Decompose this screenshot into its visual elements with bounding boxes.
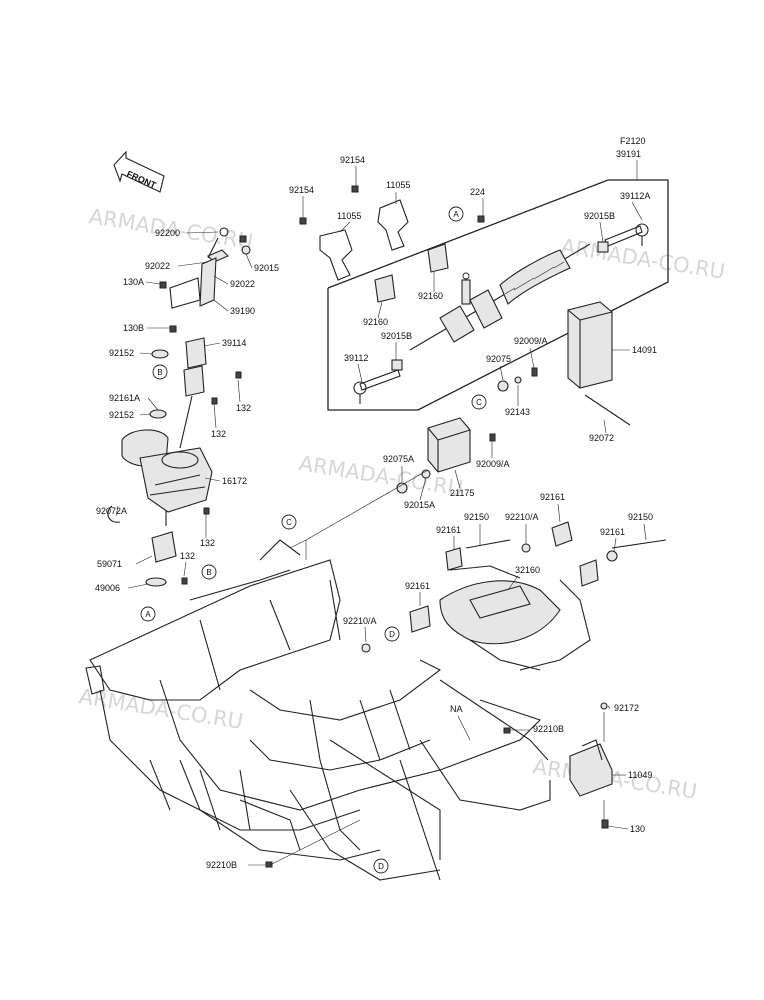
rack-assembly-frame: [327, 160, 669, 411]
part-label: 21175: [450, 488, 474, 498]
part-label: 92161: [405, 581, 430, 591]
part-label: 92154: [289, 185, 314, 195]
part-label: 92210B: [206, 860, 237, 870]
part-label: 92015: [254, 263, 279, 273]
part-label: 14091: [632, 345, 657, 355]
part-label: 92160: [418, 291, 443, 301]
marker-a: A: [453, 210, 459, 219]
part-label: 59071: [97, 559, 122, 569]
part-label: 49006: [95, 583, 120, 593]
part-label: 92150: [628, 512, 653, 522]
part-label: 92210B: [533, 724, 564, 734]
part-label: 92022: [230, 279, 255, 289]
part-label: 11055: [386, 180, 410, 190]
bracket-11049: [569, 702, 613, 829]
part-label: 92075A: [383, 454, 414, 464]
part-label: 92152: [109, 410, 134, 420]
part-label: 92161A: [109, 393, 140, 403]
part-label: 132: [180, 551, 195, 561]
suspension-arm: D: [361, 521, 667, 671]
watermark: ARMADA-CO.RU: [77, 684, 244, 734]
part-label: 11055: [337, 211, 361, 221]
part-labels: F2120 92154 11055 92154 11055 224 39191 …: [95, 136, 657, 870]
watermark: ARMADA-CO.RU: [531, 754, 698, 804]
part-label: 92072: [589, 433, 614, 443]
part-label: 92160: [363, 317, 388, 327]
main-frame: C B D: [85, 514, 551, 881]
marker-b: B: [206, 568, 211, 577]
part-label: 39112A: [620, 191, 650, 201]
figure-code: F2120: [620, 136, 646, 146]
part-label: 16172: [222, 476, 247, 486]
part-label: 130: [630, 824, 645, 834]
part-label: 92072A: [96, 506, 127, 516]
watermark: ARMADA-CO.RU: [559, 234, 726, 284]
part-label: 130B: [123, 323, 144, 333]
part-label: 130A: [123, 277, 144, 287]
part-label: 39191: [616, 149, 641, 159]
part-label: 92152: [109, 348, 134, 358]
part-label: 92154: [340, 155, 365, 165]
front-label: FRONT: [125, 169, 158, 191]
part-label: 224: [470, 187, 485, 197]
part-label: 39190: [230, 306, 255, 316]
part-label: 92210/A: [343, 616, 377, 626]
front-arrow-icon: FRONT: [113, 150, 165, 193]
marker-d: D: [378, 862, 384, 871]
relay-box: [497, 301, 631, 426]
part-label: 39114: [222, 338, 246, 348]
marker-a: A: [145, 610, 151, 619]
part-label: 92161: [600, 527, 625, 537]
part-label: 92161: [436, 525, 461, 535]
part-label: 92022: [145, 261, 170, 271]
marker-d: D: [389, 630, 395, 639]
part-label: 92200: [155, 228, 180, 238]
part-label: 92172: [614, 703, 639, 713]
part-label: 92009/A: [514, 336, 548, 346]
bracket-assembly: C: [289, 394, 496, 549]
part-label: 92143: [505, 407, 530, 417]
steering-rack: A: [299, 185, 649, 404]
power-steering-unit: A: [107, 429, 213, 622]
part-label: 92015B: [381, 331, 412, 341]
part-label: 132: [200, 538, 215, 548]
part-label: 92161: [540, 492, 565, 502]
marker-c: C: [476, 398, 482, 407]
part-label: 92015B: [584, 211, 615, 221]
part-label: 132: [236, 403, 251, 413]
part-label: 92210/A: [505, 512, 539, 522]
part-label: 92150: [464, 512, 489, 522]
steering-column: B: [149, 227, 251, 449]
part-label: 92015A: [404, 500, 435, 510]
part-label: 39112: [344, 353, 368, 363]
part-label: 92009/A: [476, 459, 510, 469]
part-label: 92075: [486, 354, 511, 364]
leader-lines: [115, 166, 647, 866]
part-label: 11049: [628, 770, 652, 780]
part-label: 32160: [515, 565, 540, 575]
marker-c: C: [286, 518, 292, 527]
part-label: NA: [450, 704, 463, 714]
part-label: 132: [211, 429, 226, 439]
marker-b: B: [157, 368, 162, 377]
